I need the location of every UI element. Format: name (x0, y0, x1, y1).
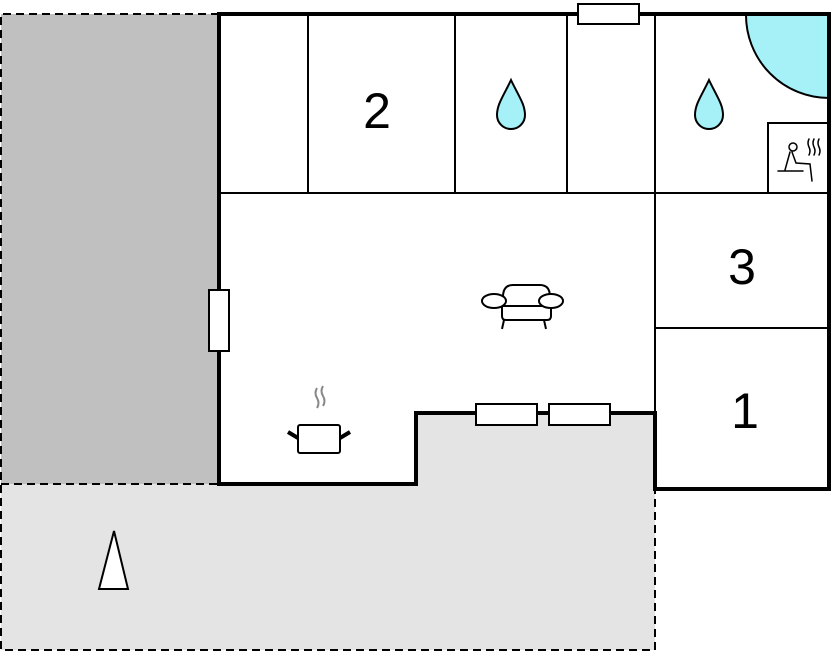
exterior-walls (217, 12, 831, 491)
room-label-1: 1 (731, 383, 759, 439)
window-bottom-2 (548, 403, 611, 426)
house-interior (219, 14, 829, 489)
water-drop-icon (495, 77, 527, 130)
window-left (208, 289, 230, 352)
sauna-room (767, 122, 830, 194)
hot-tub-icon (744, 13, 830, 100)
outdoor-boundary (0, 13, 656, 651)
terrace-area (1, 413, 655, 650)
window-top (577, 3, 640, 25)
sauna-icon (777, 138, 821, 182)
cooking-pot-icon (286, 385, 352, 454)
interior-walls (219, 14, 829, 489)
window-bottom-1 (475, 403, 538, 426)
water-drop-icon (693, 77, 725, 130)
parasol-icon (97, 530, 130, 590)
windows (208, 3, 640, 426)
room-label-2: 2 (363, 83, 391, 139)
garden-area (1, 14, 219, 484)
room-label-3: 3 (728, 239, 756, 295)
sofa-icon (481, 284, 564, 330)
